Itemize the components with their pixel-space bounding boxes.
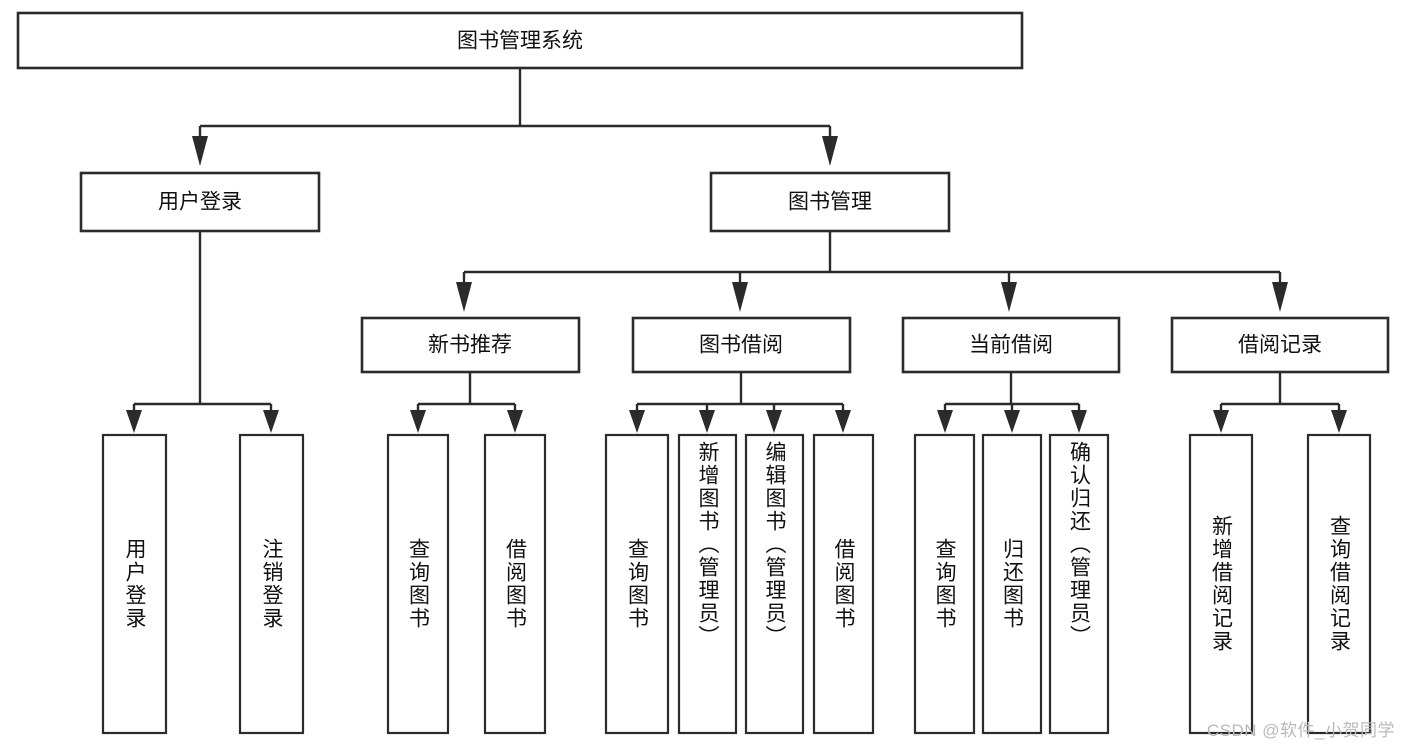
arrow-head-leaf-borrow-book-1 (507, 410, 523, 433)
node-book-borrow-rect[interactable] (631, 316, 852, 374)
arrow-head-leaf-logout (263, 410, 279, 433)
arrow-head-leaf-add-book (699, 410, 715, 433)
leaf-rect-add-book[interactable] (677, 433, 738, 735)
leaf-rect-query-book-2[interactable] (604, 433, 670, 735)
arrow-head-leaf-query-book-3 (937, 410, 953, 433)
leaf-rect-query-record[interactable] (1306, 433, 1372, 735)
arrow-head-leaf-add-record (1213, 410, 1229, 433)
arrow-head-leaf-query-record (1331, 410, 1347, 433)
leaf-rect-logout[interactable] (238, 433, 305, 735)
node-current-borrow-rect[interactable] (901, 316, 1121, 374)
node-current-borrow-label: 当前借阅 (969, 334, 1053, 357)
node-book-management[interactable]: 图书管理 (709, 171, 951, 233)
arrow-head-leaf-return-book (1004, 410, 1020, 433)
leaf-rect-query-book-1[interactable] (386, 433, 450, 735)
watermark-text: CSDN @软件_小贺同学 (1206, 721, 1395, 740)
arrow-head-user-login (192, 136, 208, 166)
leaf-rect-borrow-book-2[interactable] (812, 433, 875, 735)
arrow-head-leaf-edit-book (766, 410, 782, 433)
arrow-head-current-borrow (1001, 282, 1017, 312)
node-new-book-recommend-rect[interactable] (360, 316, 581, 374)
node-user-login-rect[interactable] (79, 171, 321, 233)
node-book-borrow-label: 图书借阅 (699, 334, 783, 357)
arrow-head-leaf-query-book-1 (410, 410, 426, 433)
leaf-rect-add-record[interactable] (1188, 433, 1254, 735)
node-borrow-record-label: 借阅记录 (1238, 334, 1322, 357)
arrow-head-new-book-rec (456, 282, 472, 312)
node-book-borrow[interactable]: 图书借阅 (631, 316, 852, 374)
node-user-login-label: 用户登录 (158, 191, 242, 214)
leaf-rect-return-book[interactable] (981, 433, 1043, 735)
node-root-label: 图书管理系统 (457, 30, 583, 53)
arrow-head-leaf-confirm-return (1071, 410, 1087, 433)
node-root-rect[interactable] (16, 11, 1024, 70)
node-current-borrow[interactable]: 当前借阅 (901, 316, 1121, 374)
arrow-head-book-mgmt (822, 136, 838, 166)
leaf-rect-edit-book[interactable] (744, 433, 805, 735)
node-book-management-label: 图书管理 (788, 191, 872, 214)
leaf-rect-user-login[interactable] (101, 433, 168, 735)
arrow-head-leaf-query-book-2 (629, 410, 645, 433)
connector-group (126, 68, 1347, 433)
arrow-head-leaf-user-login (126, 410, 142, 433)
leaf-rect-query-book-3[interactable] (913, 433, 976, 735)
node-new-book-recommend[interactable]: 新书推荐 (360, 316, 581, 374)
arrow-head-leaf-borrow-book-2 (835, 410, 851, 433)
node-borrow-record[interactable]: 借阅记录 (1170, 316, 1390, 374)
leaf-rect-confirm-return[interactable] (1048, 433, 1110, 735)
node-borrow-record-rect[interactable] (1170, 316, 1390, 374)
arrow-head-borrow-record (1272, 282, 1288, 312)
node-root[interactable]: 图书管理系统 (16, 11, 1024, 70)
node-new-book-recommend-label: 新书推荐 (428, 334, 512, 357)
node-book-management-rect[interactable] (709, 171, 951, 233)
node-user-login[interactable]: 用户登录 (79, 171, 321, 233)
leaf-rect-borrow-book-1[interactable] (483, 433, 547, 735)
arrow-head-book-borrow (732, 282, 748, 312)
leaf-node-group (101, 433, 1372, 735)
